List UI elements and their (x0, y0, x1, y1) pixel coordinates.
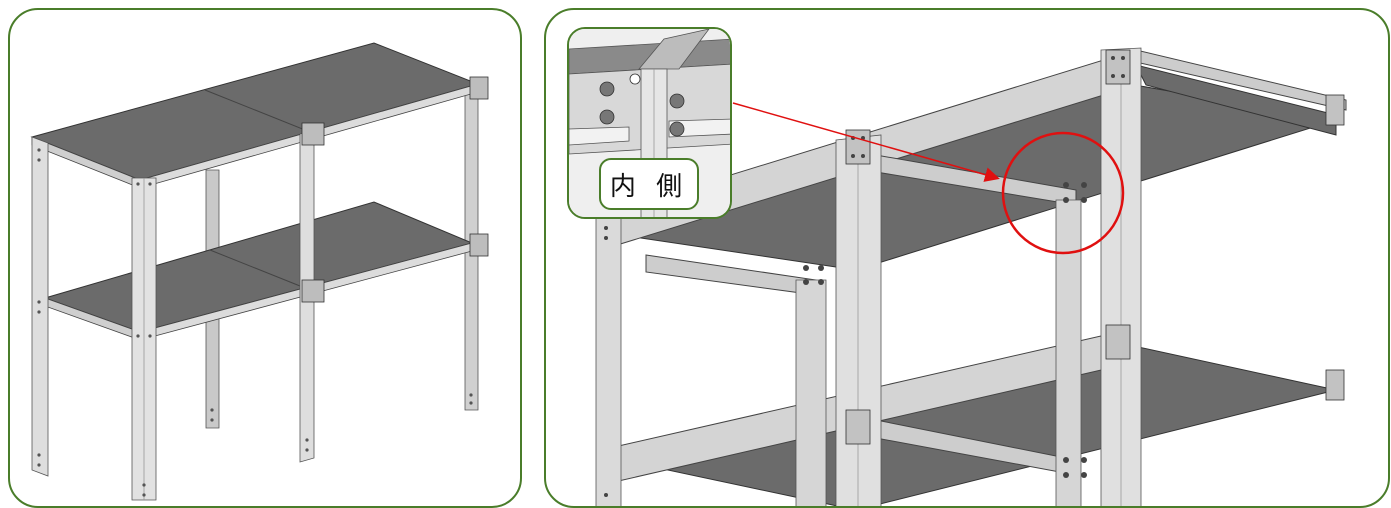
corner-bracket-icon (845, 409, 871, 445)
corner-bracket-icon (301, 122, 325, 146)
corner-bracket-icon (301, 279, 325, 303)
corner-bracket-icon (1325, 369, 1345, 401)
front-left-post (31, 136, 49, 477)
shelf-overview-drawing (30, 42, 489, 501)
bolt-icon (599, 73, 685, 137)
corner-bracket-icon (1325, 94, 1345, 126)
inner-right-post (1055, 199, 1082, 506)
corner-bracket-icon (469, 233, 489, 257)
corner-bracket-icon (845, 129, 871, 165)
inside-detail-inset: 内 側 (567, 27, 732, 219)
front-post (835, 134, 882, 506)
lower-shelf-seam (209, 249, 311, 291)
bolt-icon (37, 148, 473, 497)
corner-bracket-icon (469, 76, 489, 100)
inside-label: 内 側 (599, 158, 699, 210)
top-shelf-board (30, 42, 480, 181)
corner-bracket-icon (1105, 324, 1131, 360)
corner-bracket-icon (1105, 49, 1131, 85)
overview-panel (8, 8, 522, 508)
top-shelf-seam (204, 89, 311, 133)
inner-left-post (795, 279, 827, 506)
left-post (595, 214, 622, 506)
